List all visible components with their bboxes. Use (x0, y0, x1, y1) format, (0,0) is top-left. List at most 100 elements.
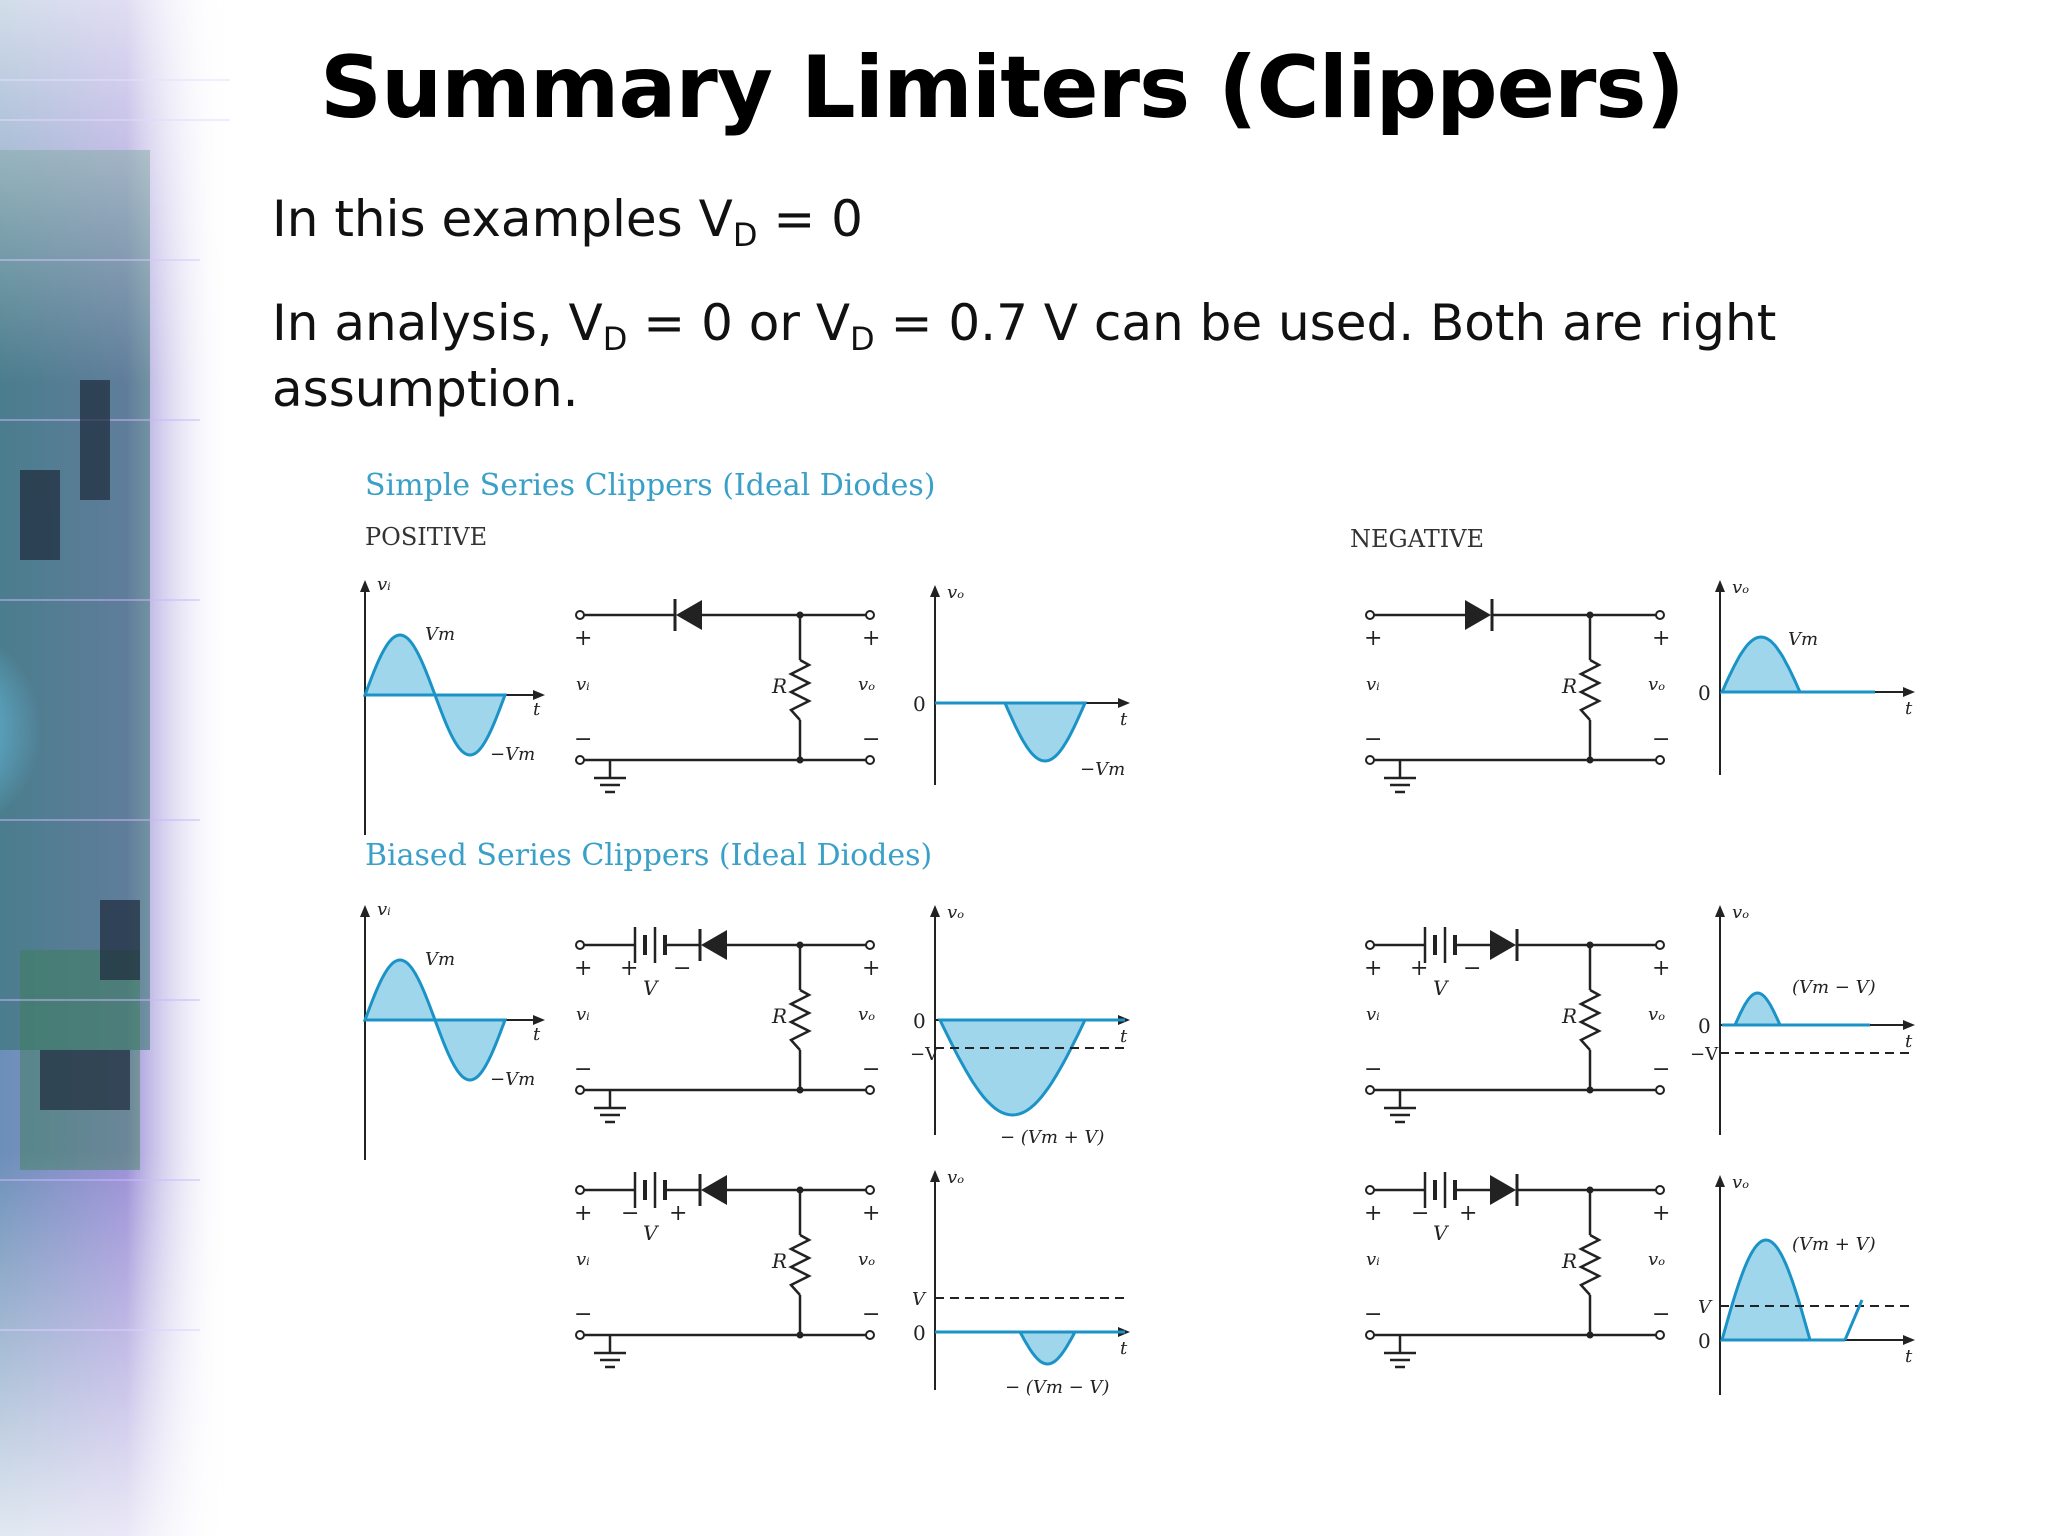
terminal (865, 940, 875, 950)
vi-label: vᵢ (377, 574, 391, 595)
output-plus: + (1652, 956, 1670, 981)
diode-symbol (1490, 930, 1516, 960)
output-minus: − (862, 1302, 880, 1327)
t-label: t (1120, 1338, 1128, 1359)
slide-title: Summary Limiters (Clippers) (320, 38, 1685, 138)
terminal (1655, 940, 1665, 950)
input-minus: − (1364, 727, 1382, 752)
output-wave (1017, 1330, 1078, 1366)
y-axis-arrow (1715, 580, 1725, 592)
t-label: t (1905, 698, 1913, 719)
y-axis-arrow (930, 905, 940, 917)
x-axis-arrow (1903, 1335, 1915, 1345)
output-vo-label: vₒ (1648, 674, 1665, 695)
terminal (865, 1185, 875, 1195)
y-axis-arrow (1715, 905, 1725, 917)
vm-label: Vm (425, 624, 455, 645)
terminal (575, 1330, 585, 1340)
terminal (865, 1085, 875, 1095)
output-plus: + (862, 956, 880, 981)
terminal (1655, 610, 1665, 620)
terminal (865, 755, 875, 765)
x-axis-arrow (1903, 687, 1915, 697)
resistor-symbol (788, 658, 812, 721)
output-minus: − (862, 1057, 880, 1082)
output-vo-label: vₒ (1648, 1004, 1665, 1025)
input-minus: − (1364, 1057, 1382, 1082)
input-plus: + (574, 626, 592, 651)
t-label: t (1905, 1031, 1913, 1052)
diode-symbol (1465, 600, 1491, 630)
input-vi-label: vᵢ (576, 1249, 590, 1270)
circuit-neg-simple: R+vᵢ−+vₒ− (1364, 599, 1670, 794)
terminal (1365, 1185, 1375, 1195)
t-label: t (1905, 1346, 1913, 1367)
zero-label: 0 (1698, 681, 1711, 705)
zero-label: 0 (913, 1321, 926, 1345)
battery-v-label: V (643, 1221, 660, 1245)
diode-symbol (701, 930, 727, 960)
battery-minus: − (673, 956, 691, 981)
t-label: t (1120, 1026, 1128, 1047)
y-axis-arrow (930, 585, 940, 597)
text-line-assumption: assumption. (272, 360, 579, 418)
circuit-neg-biased-2: −+VR+vᵢ−+vₒ− (1364, 1172, 1670, 1369)
neg-vm-label: −Vm (1080, 759, 1125, 780)
neg-v-label: −V (910, 1044, 939, 1065)
clipper-summary-figure: Simple Series Clippers (Ideal Diodes) PO… (360, 468, 1915, 1398)
terminal (1655, 1330, 1665, 1340)
input-minus: − (1364, 1302, 1382, 1327)
input-plus: + (1364, 626, 1382, 651)
circuit-pos-biased-1: +−VR+vᵢ−+vₒ− (574, 927, 880, 1124)
output-wave (937, 1018, 1088, 1117)
circuit-neg-biased-1: +−VR+vᵢ−+vₒ− (1364, 927, 1670, 1124)
input-vi-label: vᵢ (1366, 1004, 1380, 1025)
resistor-symbol (1578, 988, 1602, 1051)
input-vi-label: vᵢ (1366, 1249, 1380, 1270)
resistor-label: R (1561, 1249, 1577, 1273)
diode-symbol (1490, 1175, 1516, 1205)
decorative-sidebar-image (0, 0, 230, 1536)
vm-label: Vm (425, 949, 455, 970)
vo-label: vₒ (947, 902, 964, 923)
x-axis-arrow (533, 1015, 545, 1025)
t-label: t (533, 1024, 541, 1045)
battery-plus: + (1410, 956, 1428, 981)
vo-label: vₒ (1732, 1172, 1749, 1193)
x-axis-arrow (1118, 698, 1130, 708)
neg-vm-label: −Vm (490, 1069, 535, 1090)
output-plus: + (1652, 626, 1670, 651)
zero-label: 0 (1698, 1014, 1711, 1038)
terminal (575, 755, 585, 765)
terminal (1365, 1330, 1375, 1340)
resistor-label: R (771, 674, 787, 698)
battery-v-label: V (1433, 1221, 1450, 1245)
terminal (1365, 755, 1375, 765)
input-minus: − (574, 727, 592, 752)
terminal (865, 610, 875, 620)
output-plus: + (862, 626, 880, 651)
input-vi-label: vᵢ (576, 1004, 590, 1025)
battery-plus: + (1459, 1201, 1477, 1226)
battery-plus: + (620, 956, 638, 981)
resistor-symbol (788, 988, 812, 1051)
negative-label: NEGATIVE (1350, 525, 1484, 553)
terminal (1365, 940, 1375, 950)
simple-series-heading: Simple Series Clippers (Ideal Diodes) (365, 468, 935, 503)
output-rise-line (1843, 1299, 1864, 1341)
neg-vm-label: −Vm (490, 744, 535, 765)
terminal (1655, 1085, 1665, 1095)
resistor-symbol (1578, 1233, 1602, 1296)
vo-label: vₒ (1732, 902, 1749, 923)
output-minus: − (1652, 727, 1670, 752)
vm-plus-v-label: (Vm + V) (1792, 1234, 1876, 1255)
terminal (575, 610, 585, 620)
text-line-vd-zero: In this examples VD = 0 (272, 190, 863, 254)
resistor-label: R (771, 1249, 787, 1273)
y-axis-arrow (1715, 1175, 1725, 1187)
zero-label: 0 (913, 692, 926, 716)
